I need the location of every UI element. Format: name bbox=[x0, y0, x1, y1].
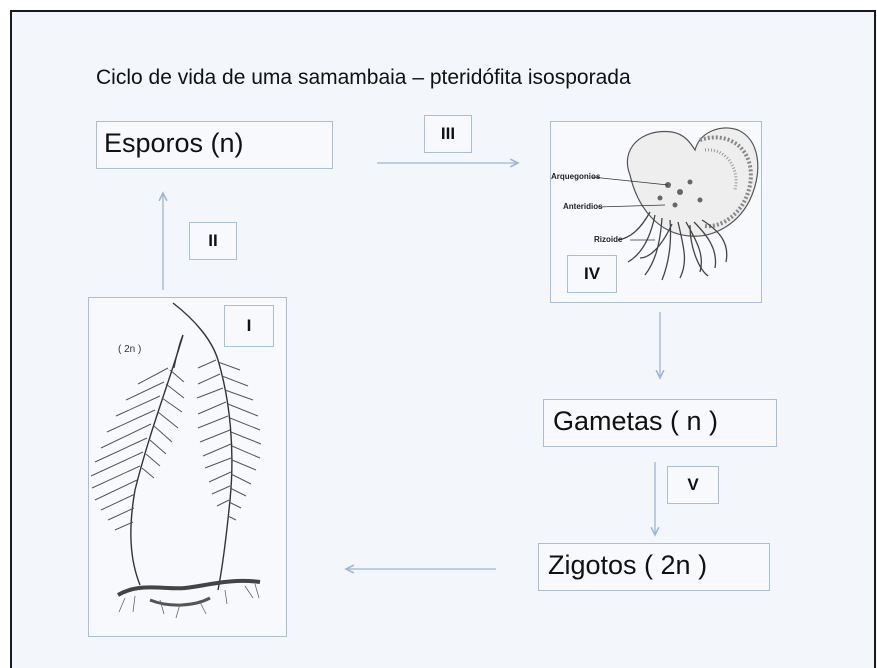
rhizoid-label: Rizoide bbox=[594, 235, 623, 244]
diagram-title: Ciclo de vida de uma samambaia – pteridó… bbox=[96, 66, 631, 89]
archegonia-label: Arquegonios bbox=[551, 172, 601, 181]
prothallus-drawing bbox=[591, 127, 759, 281]
zygotes-label: Zigotos ( 2n ) bbox=[548, 550, 708, 580]
spores-box bbox=[96, 121, 333, 169]
fern-drawing bbox=[90, 302, 262, 619]
fern-ploidy-label: ( 2n ) bbox=[118, 344, 142, 355]
antheridia-label: Anteridios bbox=[563, 202, 603, 211]
zygotes-box bbox=[538, 543, 770, 591]
stage-i-label: I bbox=[224, 305, 274, 347]
stage-ii-label: II bbox=[189, 222, 237, 260]
stage-v-label: V bbox=[667, 466, 719, 504]
gametes-box bbox=[543, 399, 777, 447]
stage-iv-label: IV bbox=[567, 255, 617, 293]
spores-label: Esporos (n) bbox=[104, 128, 244, 158]
stage-iii-label: III bbox=[424, 115, 472, 153]
gametes-label: Gametas ( n ) bbox=[553, 406, 719, 436]
